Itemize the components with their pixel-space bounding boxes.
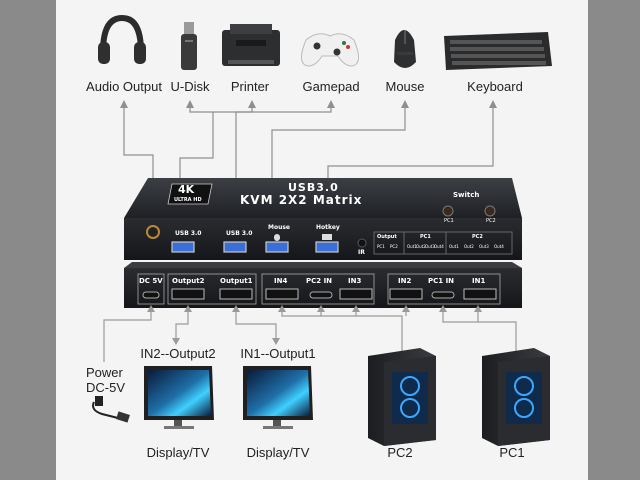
- led-output-pc2: PC2: [390, 244, 398, 249]
- led-pc1-out2: Out2: [416, 244, 426, 249]
- gamepad-icon: [301, 33, 359, 67]
- label-power: Power: [86, 365, 123, 380]
- led-pc2-out2: Out2: [464, 244, 474, 249]
- label-dc5v: DC-5V: [86, 380, 126, 395]
- led-pc2-out3: Out3: [479, 244, 489, 249]
- port-label-mouse: Mouse: [268, 224, 291, 231]
- indicator-pc1-label: PC1: [420, 234, 431, 240]
- mouse-icon: [394, 30, 416, 68]
- label-gamepad: Gamepad: [302, 79, 360, 94]
- label-pc2: PC2: [387, 445, 413, 460]
- label-in2-output2: IN2--Output2: [140, 346, 216, 361]
- pc1-tower-icon: [482, 348, 550, 446]
- top-arrowheads: [120, 100, 497, 108]
- switch-pc1-label: PC1: [444, 218, 454, 224]
- indicator-pc2-label: PC2: [472, 234, 483, 240]
- kvm-switch-body: [124, 178, 522, 308]
- keyboard-icon: [444, 32, 552, 70]
- kvm-title-line2: KVM 2X2 Matrix: [240, 193, 363, 207]
- led-pc1-out3: Out3: [425, 244, 435, 249]
- label-display1: Display/TV: [146, 445, 210, 460]
- port-label-usb1: USB 3.0: [175, 230, 202, 237]
- monitor-icon-1: [144, 366, 214, 429]
- port-label-output2: Output2: [172, 277, 205, 285]
- port-label-pc1-in: PC1 IN: [428, 277, 455, 285]
- label-pc1: PC1: [499, 445, 525, 460]
- port-label-in3: IN3: [348, 277, 362, 285]
- port-label-pc2-in: PC2 IN: [306, 277, 333, 285]
- printer-icon: [222, 24, 280, 66]
- port-label-in2: IN2: [398, 277, 412, 285]
- kvm-title-line1: USB3.0: [288, 181, 339, 194]
- led-pc2-out4: Out4: [494, 244, 504, 249]
- label-keyboard: Keyboard: [467, 79, 523, 94]
- led-output-pc1: PC1: [377, 244, 385, 249]
- label-mouse: Mouse: [385, 79, 425, 94]
- label-printer: Printer: [230, 79, 270, 94]
- front-ports: [146, 205, 513, 255]
- led-pc1-out1: Out1: [407, 244, 417, 249]
- headphones-icon: [98, 14, 146, 64]
- power-cable-icon: [92, 396, 130, 423]
- indicator-output-label: Output: [377, 234, 397, 240]
- port-label-in4: IN4: [274, 277, 288, 285]
- switch-pc2-label: PC2: [486, 218, 496, 224]
- port-label-usb2: USB 3.0: [226, 230, 253, 237]
- port-label-in1: IN1: [472, 277, 486, 285]
- back-ports: [137, 273, 501, 305]
- label-display2: Display/TV: [246, 445, 310, 460]
- bottom-arrowheads: [147, 305, 482, 345]
- port-label-dc5v: DC 5V: [139, 277, 163, 285]
- pc2-tower-icon: [368, 348, 436, 446]
- monitor-icon-2: [243, 366, 313, 429]
- led-pc1-out4: Out4: [434, 244, 444, 249]
- back-connectors: [142, 288, 497, 300]
- led-pc2-out1: Out1: [449, 244, 459, 249]
- badge-ultra-hd: ULTRA HD: [174, 197, 202, 203]
- label-u-disk: U-Disk: [170, 79, 210, 94]
- badge-4k: 4K: [178, 183, 195, 196]
- port-label-ir: IR: [358, 249, 365, 256]
- port-label-output1: Output1: [220, 277, 253, 285]
- usb-drive-icon: [181, 22, 197, 70]
- switch-label: Switch: [453, 191, 480, 199]
- port-label-hotkey: Hotkey: [316, 224, 340, 231]
- label-in1-output1: IN1--Output1: [240, 346, 316, 361]
- label-audio-output: Audio Output: [86, 79, 162, 94]
